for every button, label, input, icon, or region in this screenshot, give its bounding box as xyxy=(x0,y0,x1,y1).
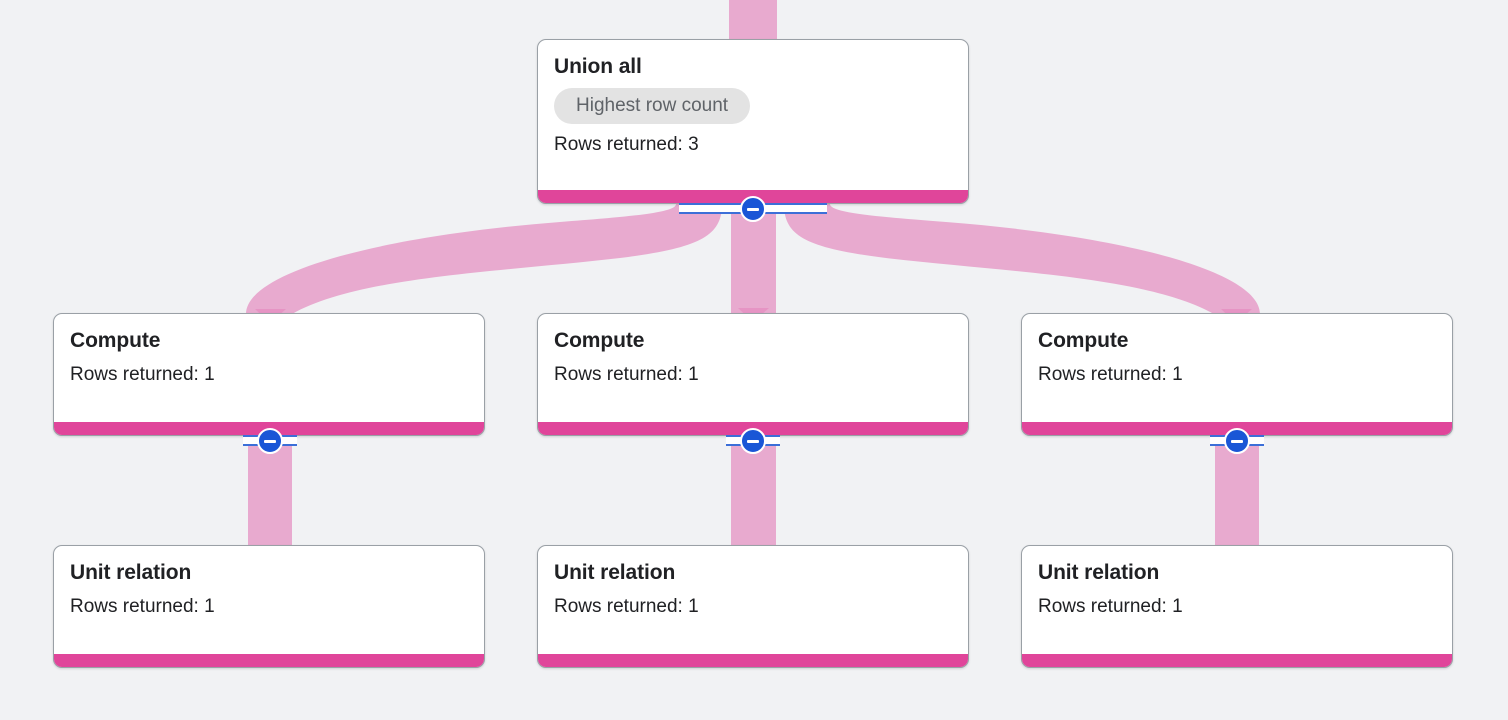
node-unit-relation-right[interactable]: Unit relation Rows returned: 1 xyxy=(1021,545,1453,668)
node-title: Compute xyxy=(1038,329,1129,352)
node-rows-returned: Rows returned: 1 xyxy=(554,364,699,385)
node-body: Union all Highest row count Rows returne… xyxy=(538,40,968,190)
node-rows-returned: Rows returned: 1 xyxy=(1038,596,1183,617)
node-rows-returned: Rows returned: 1 xyxy=(70,596,215,617)
minus-circle-icon xyxy=(747,207,759,211)
status-badge: Highest row count xyxy=(554,88,751,124)
node-rows-returned: Rows returned: 3 xyxy=(554,134,699,155)
node-compute-right[interactable]: Compute Rows returned: 1 xyxy=(1021,313,1453,436)
node-union-all[interactable]: Union all Highest row count Rows returne… xyxy=(537,39,969,204)
node-unit-relation-left[interactable]: Unit relation Rows returned: 1 xyxy=(53,545,485,668)
node-title: Unit relation xyxy=(554,561,676,584)
node-unit-relation-middle[interactable]: Unit relation Rows returned: 1 xyxy=(537,545,969,668)
node-title: Unit relation xyxy=(1038,561,1160,584)
node-cost-bar xyxy=(1022,654,1452,667)
edge-union-compute-right xyxy=(784,204,1260,314)
minus-circle-icon xyxy=(264,439,276,443)
minus-circle-icon xyxy=(747,439,759,443)
edge-inbound-union xyxy=(729,0,777,39)
node-rows-returned: Rows returned: 1 xyxy=(70,364,215,385)
edge-union-compute-left xyxy=(246,204,722,314)
node-title: Compute xyxy=(70,329,161,352)
node-cost-bar xyxy=(54,654,484,667)
node-compute-left[interactable]: Compute Rows returned: 1 xyxy=(53,313,485,436)
collapse-button-union-all[interactable] xyxy=(740,196,766,222)
node-body: Unit relation Rows returned: 1 xyxy=(538,546,968,654)
node-body: Unit relation Rows returned: 1 xyxy=(1022,546,1452,654)
node-title: Compute xyxy=(554,329,645,352)
node-rows-returned: Rows returned: 1 xyxy=(554,596,699,617)
node-body: Compute Rows returned: 1 xyxy=(538,314,968,422)
collapse-button-compute-middle[interactable] xyxy=(740,428,766,454)
node-body: Compute Rows returned: 1 xyxy=(1022,314,1452,422)
collapse-button-compute-left[interactable] xyxy=(257,428,283,454)
collapse-button-compute-right[interactable] xyxy=(1224,428,1250,454)
node-rows-returned: Rows returned: 1 xyxy=(1038,364,1183,385)
node-title: Union all xyxy=(554,55,642,78)
node-title: Unit relation xyxy=(70,561,192,584)
node-compute-middle[interactable]: Compute Rows returned: 1 xyxy=(537,313,969,436)
node-cost-bar xyxy=(538,654,968,667)
minus-circle-icon xyxy=(1231,439,1243,443)
node-body: Compute Rows returned: 1 xyxy=(54,314,484,422)
node-body: Unit relation Rows returned: 1 xyxy=(54,546,484,654)
